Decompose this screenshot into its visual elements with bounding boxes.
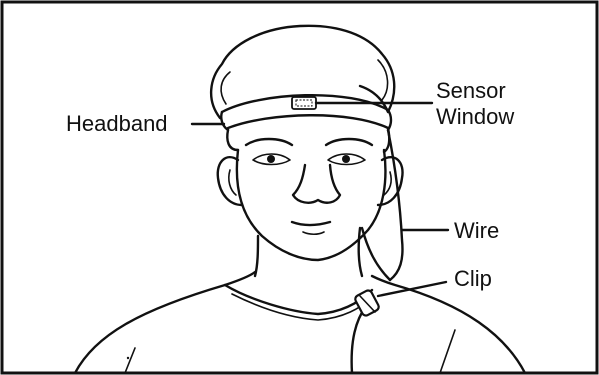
face	[218, 139, 403, 260]
neck	[255, 228, 362, 276]
label-sensor-line1: Sensor	[436, 78, 506, 103]
hair-cap	[211, 26, 394, 152]
headband	[221, 95, 391, 130]
clip	[354, 289, 380, 317]
label-wire: Wire	[454, 218, 499, 243]
label-headband: Headband	[66, 111, 168, 136]
label-clip: Clip	[454, 266, 492, 291]
label-sensor-line2: Window	[436, 104, 514, 129]
leader-lines	[192, 103, 448, 296]
